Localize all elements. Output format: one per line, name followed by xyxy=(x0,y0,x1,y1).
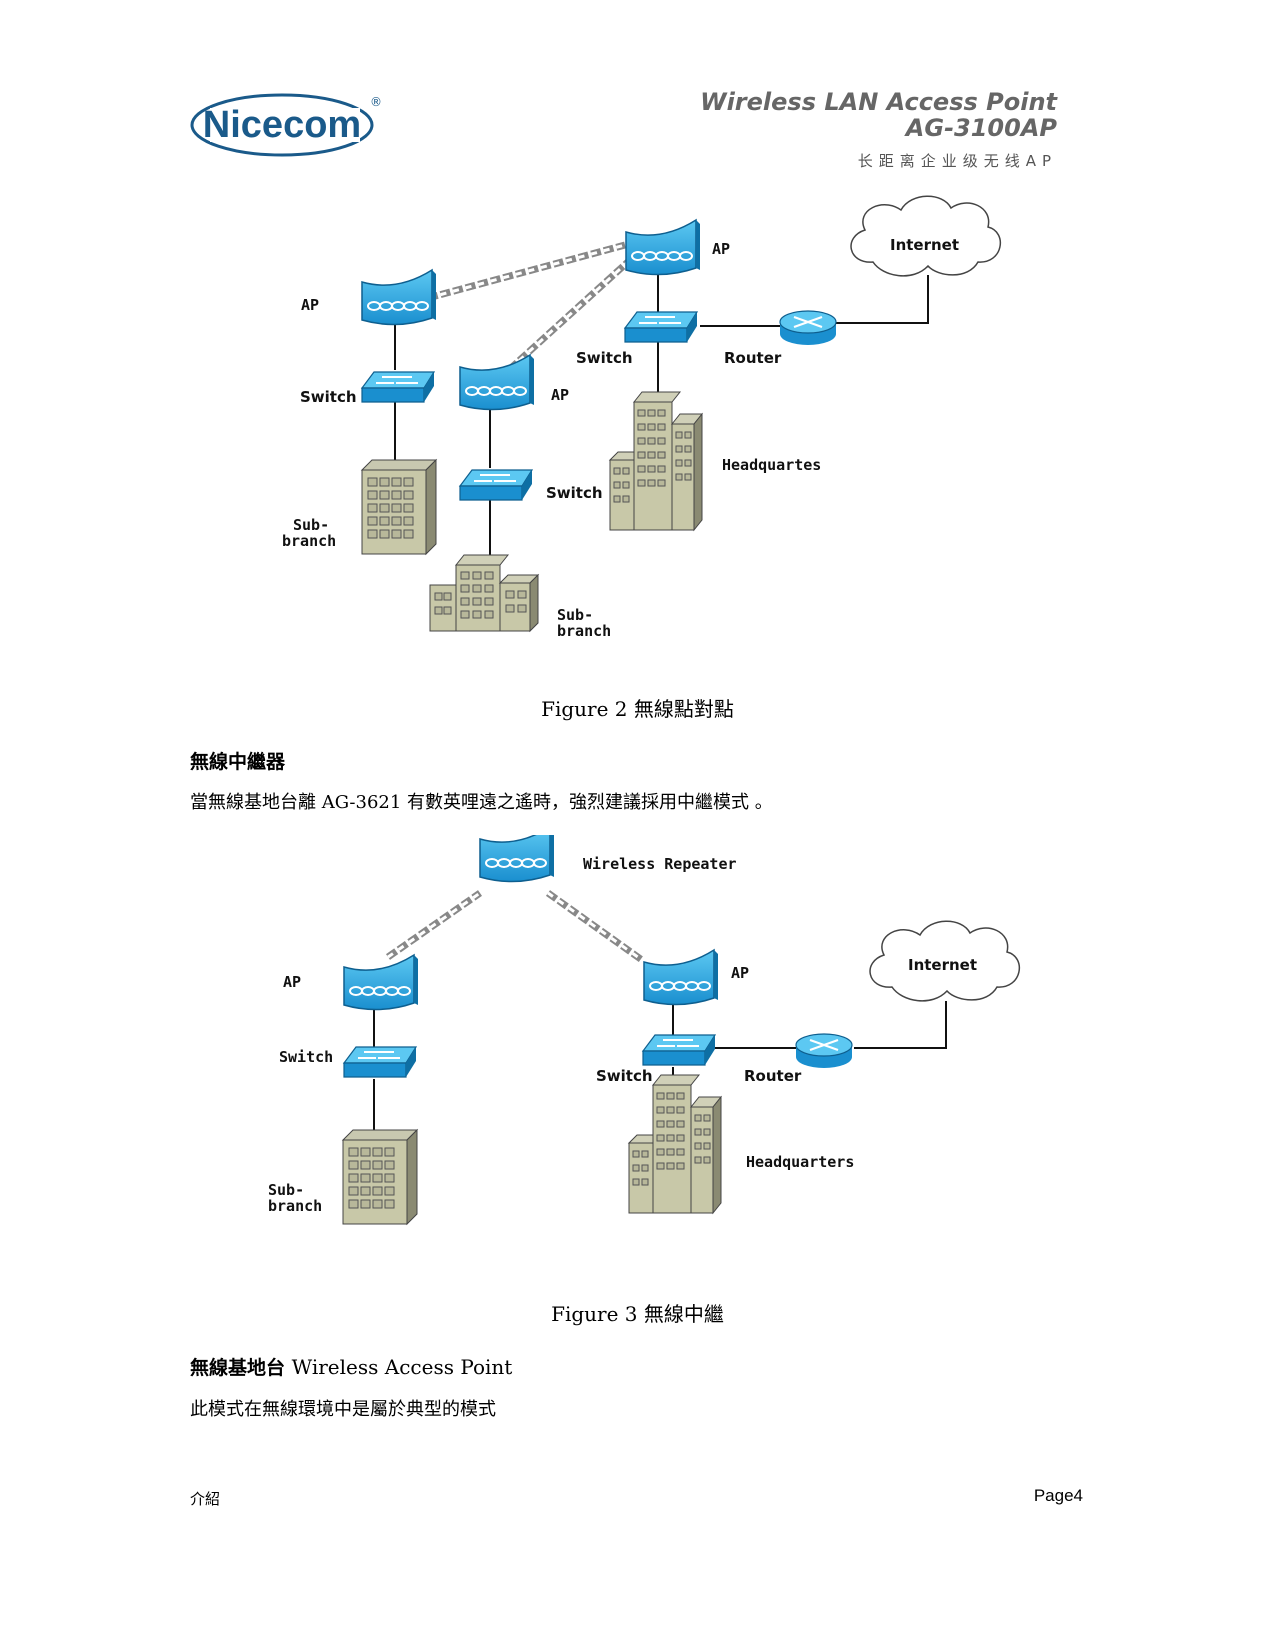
section-text-repeater: 當無線基地台離 AG-3621 有數英哩遠之遙時，強烈建議採用中繼模式 。 xyxy=(190,792,773,813)
router-icon xyxy=(794,1032,854,1070)
label-wireless-repeater: Wireless Repeater xyxy=(583,855,737,873)
switch-top-icon xyxy=(624,311,698,343)
ap-left-icon xyxy=(343,954,419,1011)
label-sub-branch-1: Sub- xyxy=(268,1181,304,1199)
label-internet: Internet xyxy=(908,956,977,974)
label-sub-branch-mid-1: Sub- xyxy=(557,606,593,624)
switch-left-icon xyxy=(343,1046,417,1078)
label-internet: Internet xyxy=(890,236,959,254)
ap-mid-icon xyxy=(459,354,535,411)
building-subbranch-mid-icon xyxy=(429,554,539,632)
section-heading-access-point: 無線基地台 Wireless Access Point xyxy=(190,1353,512,1380)
switch-mid-icon xyxy=(459,469,533,501)
switch-left-icon xyxy=(361,371,435,403)
section-text-access-point: 此模式在無線環境中是屬於典型的模式 xyxy=(190,1399,496,1420)
header-subtitle: 长距离企业级无线AP xyxy=(857,152,1057,170)
label-switch-mid: Switch xyxy=(546,484,603,502)
router-icon xyxy=(778,309,838,347)
label-switch-left: Switch xyxy=(279,1048,333,1066)
label-sub-branch-mid-2: branch xyxy=(557,622,611,640)
ap-top-icon xyxy=(625,219,701,276)
header-title-line2: AG-3100AP xyxy=(905,114,1057,142)
building-headquarters-icon xyxy=(628,1074,722,1214)
label-sub-branch-left-2: branch xyxy=(282,532,336,550)
registered-mark: ® xyxy=(370,95,382,109)
footer-section-name: 介紹 xyxy=(190,1490,221,1508)
section-heading-access-point-en: Wireless Access Point xyxy=(291,1355,513,1379)
switch-right-icon xyxy=(642,1034,716,1066)
label-headquarters: Headquarters xyxy=(746,1153,854,1171)
label-switch-top: Switch xyxy=(576,349,633,367)
building-subbranch-icon xyxy=(342,1129,418,1225)
figure-2-diagram: AP Switch Sub- branch AP Switch Sub- bra… xyxy=(0,190,1275,670)
footer-page-number: Page4 xyxy=(1033,1486,1083,1505)
label-sub-branch-2: branch xyxy=(268,1197,322,1215)
label-ap-right: AP xyxy=(731,964,749,982)
building-headquarters-icon xyxy=(609,391,703,531)
label-router: Router xyxy=(744,1067,802,1085)
label-ap-left: AP xyxy=(301,296,319,314)
ap-right-icon xyxy=(643,949,719,1006)
label-router: Router xyxy=(724,349,782,367)
label-switch-right: Switch xyxy=(596,1067,653,1085)
section-heading-access-point-cn: 無線基地台 xyxy=(190,1357,286,1379)
section-heading-repeater: 無線中繼器 xyxy=(190,751,286,773)
label-ap-mid: AP xyxy=(551,386,569,404)
figure-3-caption: Figure 3 無線中繼 xyxy=(551,1302,724,1326)
nicecom-logo: Nicecom ® xyxy=(190,90,390,160)
header-title-line1: Wireless LAN Access Point xyxy=(700,88,1057,116)
label-switch-left: Switch xyxy=(300,388,357,406)
ap-left-icon xyxy=(361,269,437,326)
label-sub-branch-left-1: Sub- xyxy=(293,516,329,534)
label-headquarters: Headquartes xyxy=(722,456,821,474)
logo-text: Nicecom xyxy=(203,104,361,146)
building-subbranch-left-icon xyxy=(361,459,437,555)
label-ap-left: AP xyxy=(283,973,301,991)
figure-2-caption: Figure 2 無線點對點 xyxy=(541,697,734,721)
wireless-repeater-icon xyxy=(479,826,555,883)
figure-3-diagram: Wireless Repeater AP Switch Sub- branch … xyxy=(0,826,1275,1285)
label-ap-top: AP xyxy=(712,240,730,258)
